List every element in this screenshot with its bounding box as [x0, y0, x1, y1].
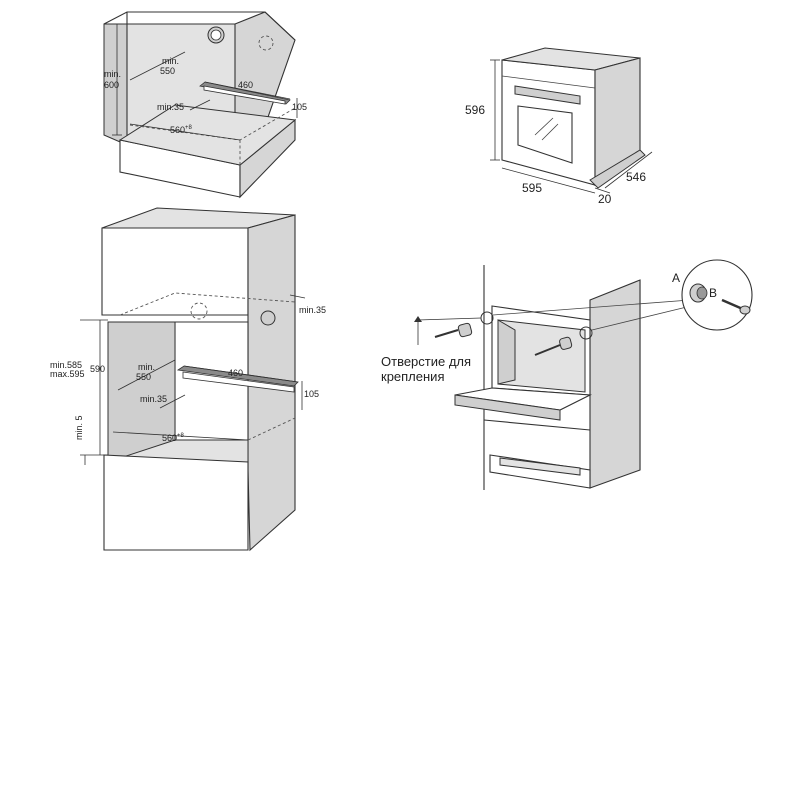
label-hole-line-1: Отверстие для [381, 354, 471, 369]
ventilation-slot-inner [203, 85, 286, 105]
detail-screw-b [721, 298, 751, 315]
screw-left [434, 322, 473, 338]
mount-plinth-gap [499, 457, 581, 476]
label-max-595: max.595 [50, 369, 85, 379]
callout-line-2 [591, 304, 696, 331]
label-460: 460 [238, 80, 253, 90]
dim-bottom-550-line [117, 359, 176, 391]
label-min-600: min. 600 [104, 69, 124, 90]
dim-min35-line [189, 99, 211, 111]
label-min-35: min.35 [157, 102, 184, 112]
oven-window [517, 105, 573, 164]
detail-spacer-a [689, 283, 708, 303]
detail-circle [681, 259, 753, 331]
label-105: 105 [292, 102, 307, 112]
cabinet-top-edge [103, 11, 296, 41]
hole-arrow-head [414, 316, 422, 322]
niche-left-wall [107, 321, 176, 463]
dim-460-line [204, 81, 291, 100]
undercounter-cabinet: min. 600 min. 550 460 105 min.35 560+8 [103, 11, 307, 199]
dim-20-line [594, 187, 611, 194]
mount-cabinet-side [589, 279, 641, 489]
label-20: 20 [598, 192, 612, 206]
dim-550-line [129, 51, 186, 81]
dim-bottom-560-line [112, 431, 249, 441]
niche-top-dash [119, 292, 296, 316]
niche-vent-hole-2 [260, 310, 276, 326]
dim-bottom-min35-line [159, 394, 186, 409]
label-590: 590 [90, 364, 105, 374]
dim-546-line [604, 151, 653, 189]
label-595: 595 [522, 181, 542, 195]
label-b: B [709, 286, 717, 300]
screw-right [534, 336, 573, 356]
dim-bottom-460-line [183, 365, 299, 383]
hole-arrow-leader [417, 317, 482, 321]
niche-vent-hole-1 [190, 302, 208, 320]
vent-hole-side [258, 35, 274, 51]
label-bottom-min-550: min. 550 [136, 362, 158, 382]
label-bottom-460: 460 [228, 368, 243, 378]
label-546: 546 [626, 170, 646, 184]
dim-595-line [501, 167, 596, 194]
label-top-min-35: min.35 [299, 305, 326, 315]
oven-window-glare-2 [541, 123, 559, 141]
label-a: A [672, 271, 680, 285]
mount-hole-left [480, 311, 494, 325]
vent-hole-inner [210, 29, 222, 41]
callout-line-1 [492, 299, 691, 316]
mount-oven-door-edge [454, 394, 561, 421]
dim-560-line [129, 123, 241, 141]
mount-hole-right [579, 326, 593, 340]
tall-cabinet: min.35 min.585 max.595 590 min. 5 min. 5… [50, 207, 326, 552]
tall-cabinet-lower-front [103, 454, 249, 551]
label-596: 596 [465, 103, 485, 117]
oven-dimensions: 596 595 546 20 [465, 47, 653, 206]
label-bottom-min-35: min.35 [140, 394, 167, 404]
label-min-550: min. 550 [160, 56, 182, 76]
tall-cabinet-upper-front [101, 227, 249, 316]
label-bottom-105: 105 [304, 389, 319, 399]
oven-handle [514, 85, 581, 105]
mount-cabinet-divider [483, 419, 591, 431]
niche-slot-inner [182, 371, 295, 393]
dim-top-min35-line [289, 294, 306, 299]
oven-mounting: A B Отверстие для крепления [381, 259, 753, 490]
label-hole-line-2: крепления [381, 369, 444, 384]
label-min-5: min. 5 [74, 415, 84, 440]
mount-oven-cavity-left [497, 319, 516, 385]
label-560: 560+8 [170, 125, 193, 135]
label-bottom-560: 560+8 [162, 433, 185, 443]
oven-plinth [589, 149, 646, 189]
oven-window-glare-1 [534, 117, 554, 136]
oven-control-strip [501, 75, 596, 89]
label-min-585: min.585 [50, 360, 82, 370]
